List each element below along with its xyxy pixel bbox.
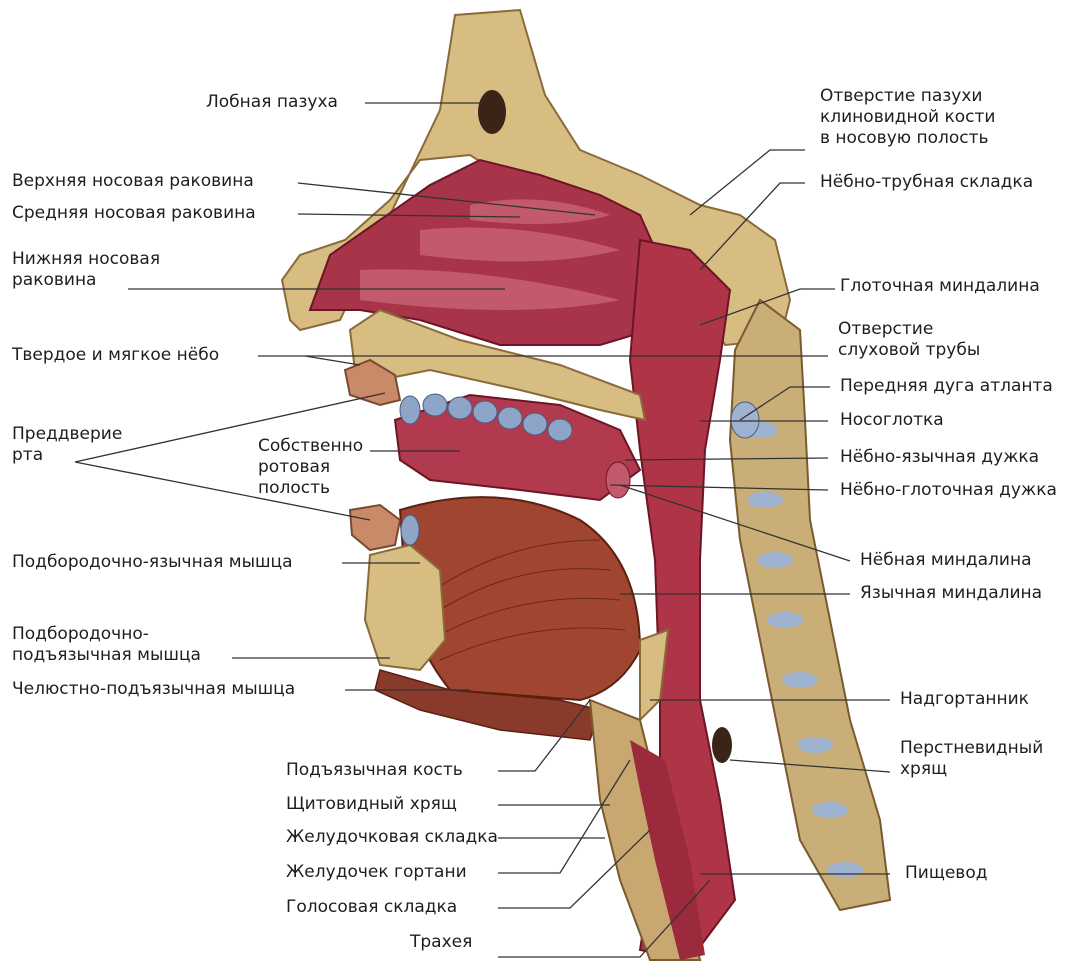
label-line: клиновидной кости xyxy=(820,107,995,128)
label-thyroid-cartilage: Щитовидный хрящ xyxy=(286,794,457,815)
label-line: раковина xyxy=(12,270,160,291)
label-cricoid-cartilage: Перстневидный хрящ xyxy=(900,738,1043,780)
label-laryngeal-ventricle: Желудочек гортани xyxy=(286,862,467,883)
label-line: ротовая xyxy=(258,457,363,478)
label-middle-concha: Средняя носовая раковина xyxy=(12,203,256,224)
label-geniohyoid: Подбородочно- подъязычная мышца xyxy=(12,624,201,666)
mandible xyxy=(365,545,445,670)
label-esophagus: Пищевод xyxy=(905,863,987,884)
label-salpingopalatine-fold: Нёбно-трубная складка xyxy=(820,172,1033,193)
label-hyoid-bone: Подъязычная кость xyxy=(286,760,463,781)
label-line: Отверстие xyxy=(838,319,980,340)
label-line: Отверстие пазухи xyxy=(820,86,995,107)
label-epiglottis: Надгортанник xyxy=(900,689,1029,710)
label-line: хрящ xyxy=(900,759,1043,780)
label-line: Перстневидный xyxy=(900,738,1043,759)
label-palate: Твердое и мягкое нёбо xyxy=(12,345,219,366)
label-atlas-arch: Передняя дуга атланта xyxy=(840,376,1053,397)
cricoid-shape xyxy=(712,727,732,763)
label-nasopharynx: Носоглотка xyxy=(840,410,944,431)
frontal-sinus-shape xyxy=(478,90,506,134)
label-superior-concha: Верхняя носовая раковина xyxy=(12,171,254,192)
label-inferior-concha: Нижняя носовая раковина xyxy=(12,249,160,291)
label-line: Нижняя носовая xyxy=(12,249,160,270)
label-mylohyoid: Челюстно-подъязычная мышца xyxy=(12,679,295,700)
label-pharyngeal-tonsil: Глоточная миндалина xyxy=(840,276,1040,297)
label-trachea: Трахея xyxy=(410,932,472,953)
label-line: Собственно xyxy=(258,436,363,457)
palatine-tonsil-shape xyxy=(606,462,630,498)
label-frontal-sinus: Лобная пазуха xyxy=(206,92,338,113)
label-palatine-tonsil: Нёбная миндалина xyxy=(860,550,1032,571)
label-line: полость xyxy=(258,478,363,499)
atlas-arch-shape xyxy=(731,402,759,438)
label-line: Преддверие xyxy=(12,424,122,445)
label-ventricular-fold: Желудочковая складка xyxy=(286,827,498,848)
label-line: в носовую полость xyxy=(820,128,995,149)
label-line: слуховой трубы xyxy=(838,340,980,361)
lower-incisor xyxy=(401,515,419,545)
label-auditory-tube-opening: Отверстие слуховой трубы xyxy=(838,319,980,361)
label-vocal-fold: Голосовая складка xyxy=(286,897,457,918)
lower-lip xyxy=(350,505,400,550)
label-palatopharyngeal-arch: Нёбно-глоточная дужка xyxy=(840,480,1057,501)
label-sphenoid-sinus-opening: Отверстие пазухи клиновидной кости в нос… xyxy=(820,86,995,149)
label-line: Подбородочно- xyxy=(12,624,201,645)
label-line: подъязычная мышца xyxy=(12,645,201,666)
label-oral-cavity-proper: Собственно ротовая полость xyxy=(258,436,363,499)
label-palatoglossal-arch: Нёбно-язычная дужка xyxy=(840,447,1039,468)
label-genioglossus: Подбородочно-язычная мышца xyxy=(12,552,293,573)
label-line: рта xyxy=(12,445,122,466)
label-oral-vestibule: Преддверие рта xyxy=(12,424,122,466)
label-lingual-tonsil: Язычная миндалина xyxy=(860,583,1042,604)
